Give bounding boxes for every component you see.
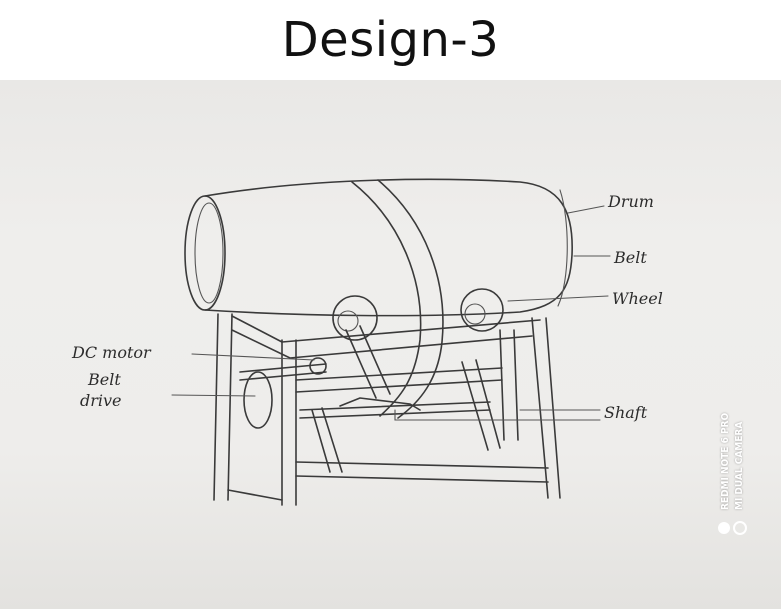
label-belt: Belt [613,248,647,267]
label-belt-drive-line1: Belt [87,370,121,389]
page-title: Design-3 [0,0,781,80]
drum [185,179,572,315]
camera-watermark: REDMI NOTE 6 PRO MI DUAL CAMERA [700,460,770,540]
label-shaft: Shaft [604,403,648,422]
motor-and-shaft [240,326,600,472]
label-wheel: Wheel [612,289,663,308]
watermark-line1: REDMI NOTE 6 PRO [720,413,731,510]
watermark-dots-icon [714,516,754,546]
label-belt-drive-line2: drive [80,391,122,410]
leader-lines [172,206,610,410]
sketch-photo: Drum Belt Wheel DC motor Belt drive Shaf… [0,80,781,609]
label-drum: Drum [607,192,654,211]
machine-sketch: Drum Belt Wheel DC motor Belt drive Shaf… [0,80,781,609]
label-dc-motor: DC motor [71,343,152,362]
watermark-line2: MI DUAL CAMERA [734,422,745,510]
